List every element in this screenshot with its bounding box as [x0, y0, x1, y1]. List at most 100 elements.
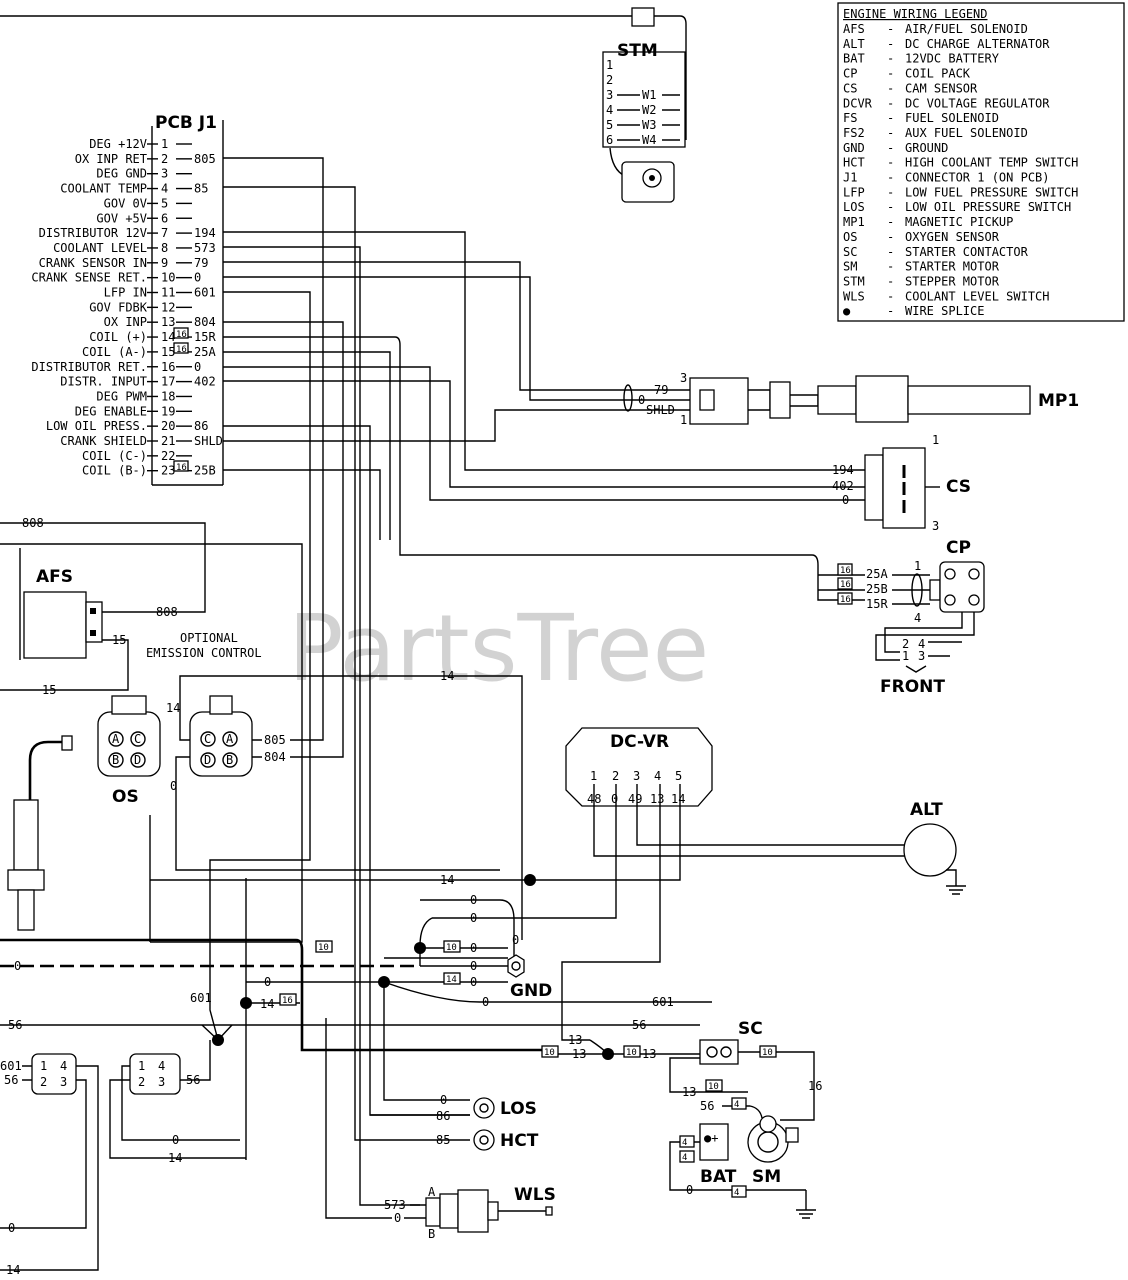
coil-pack: CP 16 16 16 25A 25B 15R 1 4 2 1 4 3 FRON… [837, 538, 985, 697]
sc-wire-56-right: 56 [632, 1018, 646, 1032]
bat-gauge-4-c: 4 [682, 1153, 687, 1163]
legend-dash: - [887, 126, 894, 140]
cp-front-label: FRONT [880, 677, 945, 697]
legend-dash: - [887, 230, 894, 244]
pcb-pin-label: COIL (A-) [82, 345, 147, 359]
gnd-wire-0-h: 0 [482, 995, 489, 1009]
cam-sensor: 194 402 0 1 3 CS [832, 433, 971, 533]
gnd-wire-0-a: 0 [470, 893, 477, 907]
sc-wire-13-d: 13 [682, 1085, 696, 1099]
pcb-pin-num: 21 [161, 434, 175, 448]
stm-pin-3: 3 [606, 88, 613, 102]
pcb-pin-wire: 804 [194, 315, 216, 329]
legend-desc: STARTER MOTOR [905, 260, 1000, 274]
legend-dash: - [887, 171, 894, 185]
cp-pin-4: 4 [914, 611, 921, 625]
sm-title: SM [752, 1167, 781, 1187]
dcvr-pin-1: 1 [590, 769, 597, 783]
gnd-title: GND [510, 981, 552, 1001]
legend-dash: - [887, 260, 894, 274]
afs-wire-15: 15 [112, 633, 126, 647]
pcb-pin-label: CRANK SENSOR IN [39, 256, 147, 270]
legend-code: SM [843, 260, 857, 274]
pcb-pin-num: 4 [161, 182, 168, 196]
gnd-gauge-10-a: 10 [446, 943, 457, 953]
gnd-gauge-10-b: 10 [318, 943, 329, 953]
pcb-pin-num: 23 [161, 464, 175, 478]
cp-front-pin-2: 2 [902, 637, 909, 651]
legend-code: LOS [843, 200, 865, 214]
os2-pin-b: B [226, 753, 233, 767]
pcb-pin-wire: 402 [194, 375, 216, 389]
gauge-pin23: 16 [176, 463, 187, 473]
bat-gauge-4-a: 4 [734, 1100, 739, 1110]
left-pin-3: 3 [60, 1075, 67, 1089]
legend-desc: STARTER CONTACTOR [905, 245, 1029, 259]
mp1-pin-3: 3 [680, 371, 687, 385]
os-wire-0: 0 [170, 779, 177, 793]
los-wire-0: 0 [440, 1093, 447, 1107]
pcb-pin-label: COOLANT TEMP [60, 182, 147, 196]
legend-code: FS2 [843, 126, 865, 140]
legend-code: HCT [843, 156, 865, 170]
battery-starter: ●+ 4 4 0 4 BAT SM [669, 1115, 816, 1219]
legend-dash: - [887, 304, 894, 318]
os-pin-a: A [112, 732, 120, 746]
cp-gauge-2: 16 [840, 580, 851, 590]
stm-pin-4: 4 [606, 103, 613, 117]
pcb-pin-num: 6 [161, 211, 168, 225]
dcvr-wire-48: 48 [587, 792, 601, 806]
stm-wire-w1: W1 [642, 88, 656, 102]
os-wire-804: 804 [264, 750, 286, 764]
los-wire-86: 86 [436, 1109, 450, 1123]
legend-dash: - [887, 52, 894, 66]
sc-wire-0: 601 [652, 995, 674, 1009]
legend-dash: - [887, 37, 894, 51]
pcb-pin-num: 13 [161, 315, 175, 329]
pcb-pin-wire: 601 [194, 286, 216, 300]
bat-gauge-4-b: 4 [682, 1138, 687, 1148]
legend-desc: GROUND [905, 141, 948, 155]
bat-title: BAT [700, 1167, 737, 1187]
wls-title: WLS [514, 1185, 556, 1205]
alt-title: ALT [910, 800, 943, 820]
stm-pin-2: 2 [606, 73, 613, 87]
pcb-pin-wire: 0 [194, 271, 201, 285]
pcb-pin-label: COOLANT LEVEL [53, 241, 147, 255]
pcb-pin-num: 11 [161, 286, 175, 300]
afs-wire-808-top: 808 [22, 516, 44, 530]
pcb-pin-wire: 85 [194, 182, 208, 196]
legend-dash: - [887, 274, 894, 288]
legend-desc: FUEL SOLENOID [905, 111, 999, 125]
gnd-wire-0-b: 0 [470, 911, 477, 925]
legend-code: ALT [843, 37, 865, 51]
afs-wire-808: 808 [156, 605, 178, 619]
pcb-pin-label: DEG ENABLE [75, 404, 147, 418]
legend-desc: STEPPER MOTOR [905, 274, 1000, 288]
legend-code: BAT [843, 52, 865, 66]
pcb-pin-label: DISTR. INPUT [60, 375, 147, 389]
gnd-wire-0-e: 0 [470, 959, 477, 973]
dcvr-wire-49: 49 [628, 792, 642, 806]
sc-wire-13-e: 56 [700, 1099, 714, 1113]
mp1-title: MP1 [1038, 391, 1079, 411]
pcb-pin-label: COIL (+) [89, 330, 147, 344]
gauge-pin14: 16 [176, 330, 187, 340]
stm-pin-5: 5 [606, 118, 613, 132]
mid-pin-3: 3 [158, 1075, 165, 1089]
pcb-pin-num: 10 [161, 271, 175, 285]
mid-pin-4: 4 [158, 1059, 165, 1073]
legend-desc: CAM SENSOR [905, 81, 978, 95]
cs-pin-1: 1 [932, 433, 939, 447]
emission-line-2: EMISSION CONTROL [146, 646, 262, 660]
legend-dash: - [887, 81, 894, 95]
cp-title: CP [946, 538, 971, 558]
pcb-pin-label: LOW OIL PRESS. [46, 419, 147, 433]
alternator-body [903, 823, 957, 877]
os2-pin-a: A [226, 732, 234, 746]
pcb-pin-num: 5 [161, 196, 168, 210]
sc-gauge-10-d: 10 [708, 1082, 719, 1092]
os-title: OS [112, 787, 139, 807]
stm-pin-6: 6 [606, 133, 613, 147]
